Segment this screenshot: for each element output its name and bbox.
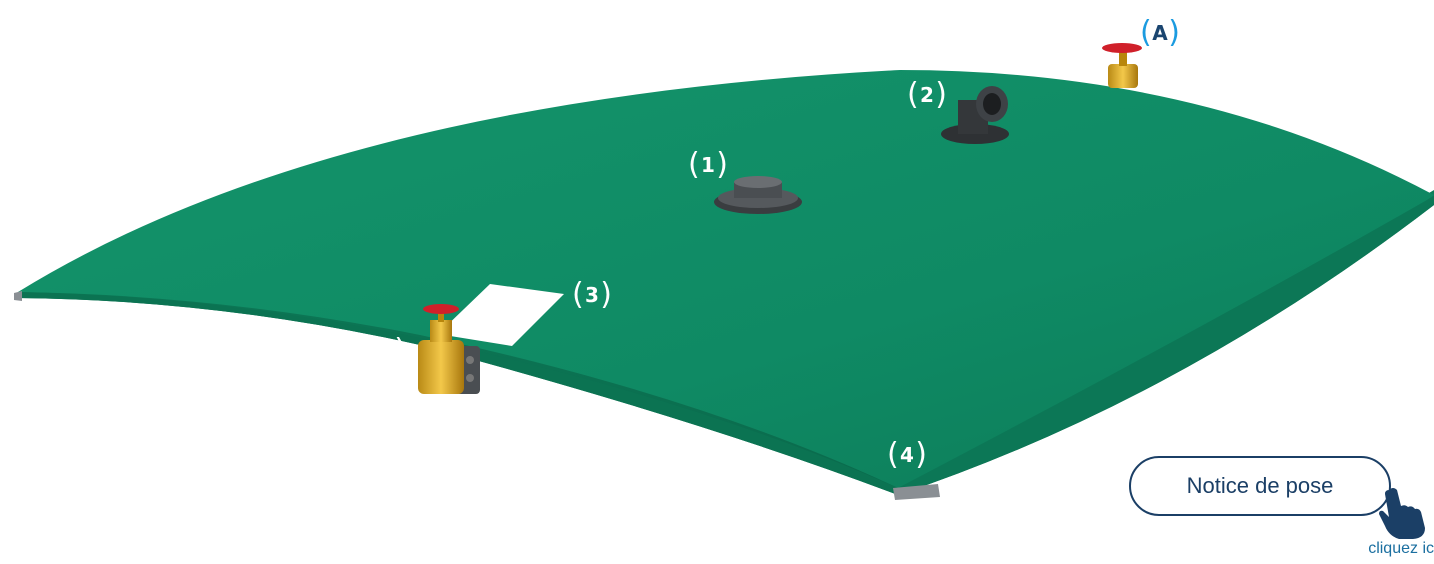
callout-1: (1) bbox=[691, 148, 725, 182]
callout-4: (4) bbox=[890, 438, 924, 472]
callout-a-right: (A) bbox=[1143, 16, 1177, 50]
installation-guide-label: Notice de pose bbox=[1187, 473, 1334, 499]
hand-pointer-icon[interactable] bbox=[1375, 484, 1433, 540]
click-here-hint[interactable]: cliquez ic bbox=[1368, 540, 1434, 558]
water-tank bbox=[14, 70, 1434, 500]
gate-valve-right bbox=[1102, 43, 1142, 88]
installation-guide-button[interactable]: Notice de pose bbox=[1129, 456, 1391, 516]
callout-2: (2) bbox=[910, 78, 944, 112]
callout-a-left: (A) bbox=[369, 334, 403, 368]
callout-3: (3) bbox=[575, 278, 609, 312]
